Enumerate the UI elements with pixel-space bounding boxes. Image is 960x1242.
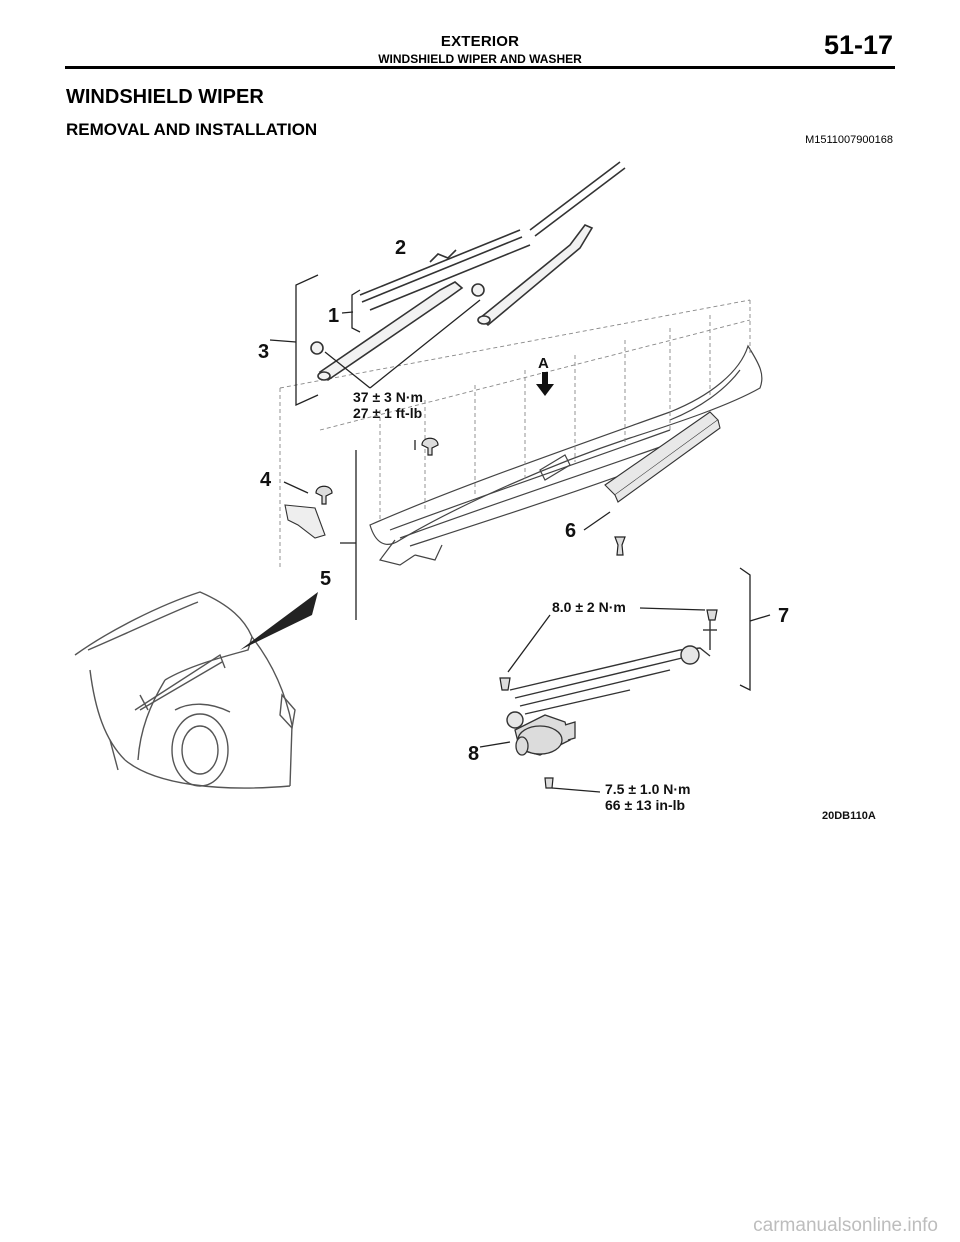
torque-arm-ftlb: 27 ± 1 ft-lb [353, 405, 422, 421]
torque-linkage-nm: 8.0 ± 2 N·m [552, 599, 626, 615]
callout-3: 3 [258, 341, 269, 363]
wiper-blades [359, 161, 626, 311]
car-silhouette [74, 591, 296, 789]
torque-motor-nm: 7.5 ± 1.0 N·m [605, 781, 691, 797]
figure-id: 20DB110A [822, 810, 876, 820]
page-title: WINDSHIELD WIPER [66, 86, 264, 108]
diagram-drawing: 1 2 3 4 5 6 7 8 A 37 ± 3 N·m 27 ± 1 ft-l… [70, 150, 890, 820]
wiper-diagram: 1 2 3 4 5 6 7 8 A 37 ± 3 N·m 27 ± 1 ft-l… [70, 150, 890, 820]
wiper-arms [310, 224, 594, 382]
document-code: M1511007900168 [805, 134, 893, 146]
wiper-motor [514, 714, 576, 756]
cowl-dash-lines [279, 299, 751, 570]
fasteners [315, 437, 718, 789]
cowl-bracket [284, 504, 326, 539]
callout-2: 2 [395, 237, 406, 259]
view-label-a: A [538, 355, 549, 372]
site-watermark: carmanualsonline.info [753, 1215, 938, 1236]
wiper-linkage [506, 620, 717, 729]
callout-5: 5 [320, 568, 331, 590]
header-subsection: WINDSHIELD WIPER AND WASHER [378, 52, 582, 66]
header-rule [65, 66, 895, 69]
callout-brackets [269, 274, 771, 793]
cowl-seal [604, 411, 721, 503]
cowl-panel [369, 344, 763, 566]
torque-motor-inlb: 66 ± 13 in-lb [605, 797, 685, 813]
view-arrow-a [536, 372, 554, 396]
callout-4: 4 [260, 469, 272, 491]
pointer-arrow [240, 592, 318, 650]
callout-8: 8 [468, 743, 479, 765]
section-subtitle: REMOVAL AND INSTALLATION [66, 120, 318, 139]
torque-arm-nm: 37 ± 3 N·m [353, 389, 423, 405]
callout-1: 1 [328, 305, 339, 327]
callout-6: 6 [565, 520, 576, 542]
page-number: 51-17 [823, 30, 893, 60]
callout-7: 7 [778, 605, 789, 627]
header-section: EXTERIOR [440, 33, 520, 50]
